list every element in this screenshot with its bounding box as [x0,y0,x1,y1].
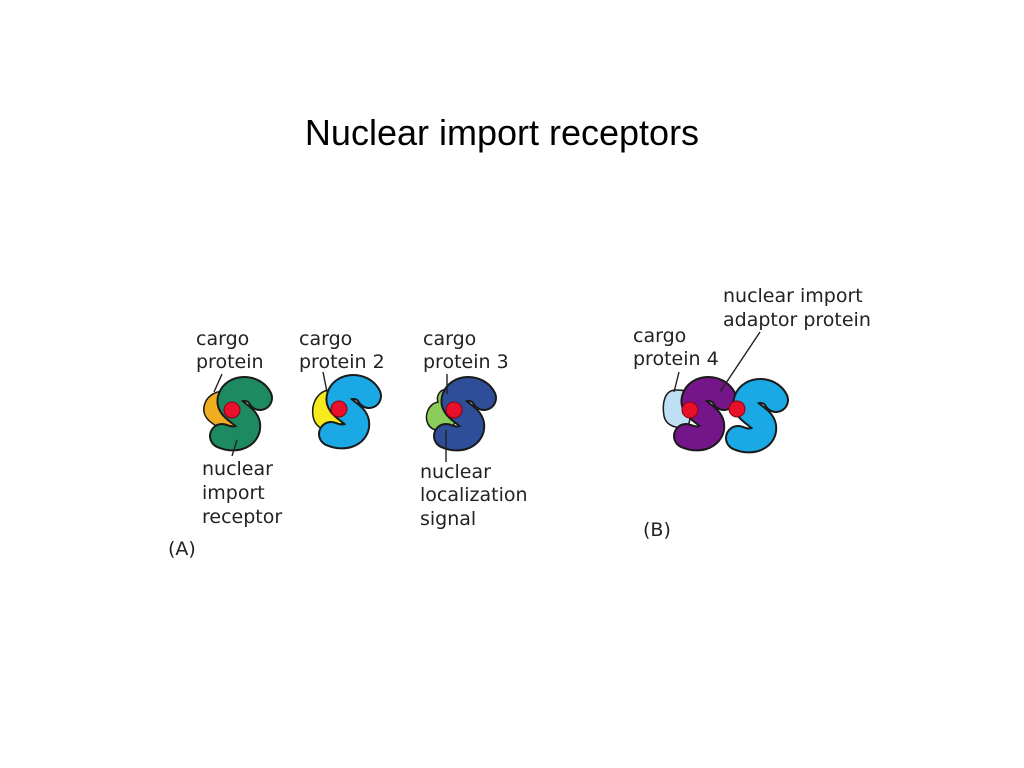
receptor-label-line3: receptor [202,506,282,528]
nls-label-line3: signal [420,508,476,530]
receptor-label-line1: nuclear [202,458,273,480]
leader-adaptor [719,331,761,393]
adaptor-label-line1: nuclear import [723,285,863,307]
cargo-4-label-line1: cargo [633,325,686,347]
cargo-2-label-line1: cargo [299,328,352,350]
leader-cargo-4 [673,371,680,393]
nls-dot-3 [445,401,463,419]
cargo-2-label-line2: protein 2 [299,351,385,373]
cargo-4-label-line2: protein 4 [633,348,719,370]
adaptor-label-line2: adaptor protein [723,309,871,331]
cargo-3-label-line1: cargo [423,328,476,350]
cargo-3-label-line2: protein 3 [423,351,509,373]
complex-1 [203,389,260,438]
page-title: Nuclear import receptors [304,112,700,153]
nls-dot-1 [223,401,241,419]
leader-cargo-1 [213,373,223,393]
complex-3 [425,389,484,438]
cargo-1-label-line1: cargo [196,328,249,350]
nls-dot-4b [728,400,746,418]
leader-receptor [231,439,238,457]
nls-label-line1: nuclear [420,461,491,483]
complex-4 [662,389,776,440]
panel-b-label: (B) [643,519,671,541]
nls-label-line2: localization [420,484,528,506]
nls-dot-2 [330,400,348,418]
nls-dot-4a [681,401,699,419]
receptor-4-shape [738,391,776,440]
receptor-label-line2: import [202,482,265,504]
cargo-1-label-line2: protein [196,351,264,373]
panel-a-label: (A) [168,538,196,560]
leader-cargo-2 [322,371,328,393]
complex-2 [311,387,369,436]
